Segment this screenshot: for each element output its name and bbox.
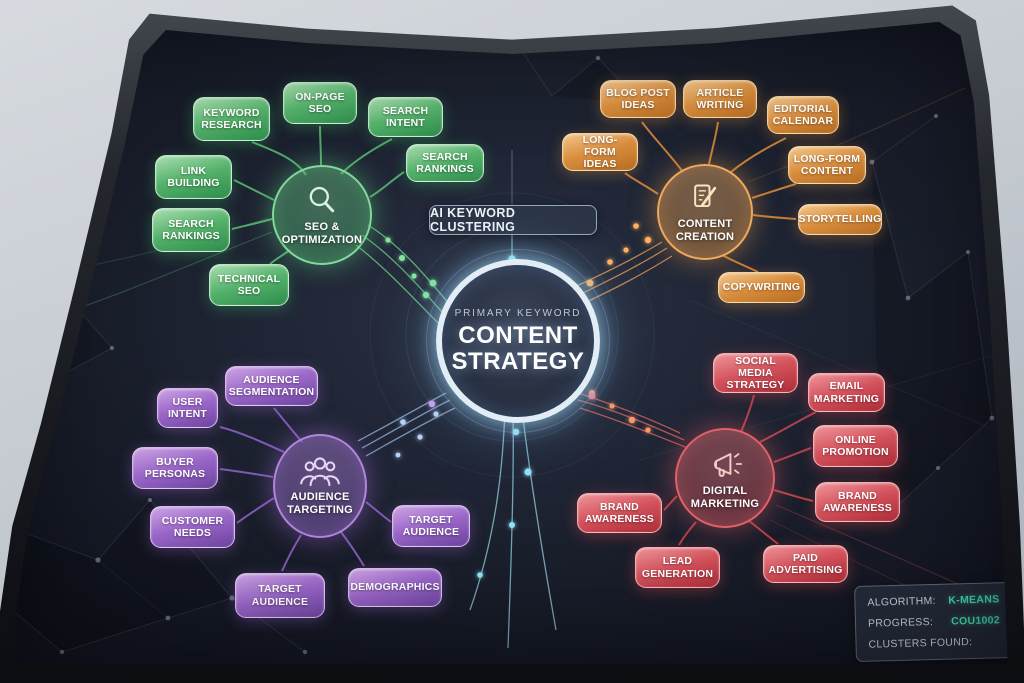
node-label: LONG-FORM IDEAS — [582, 133, 618, 171]
node-label: LONG-FORM CONTENT — [793, 152, 861, 177]
node-link-building[interactable]: LINK BUILDING — [155, 155, 232, 199]
node-label: USER INTENT — [167, 395, 208, 420]
cluster-hub-seo[interactable]: SEO & OPTIMIZATION — [272, 165, 372, 265]
node-buyer-personas[interactable]: BUYER PERSONAS — [132, 447, 218, 489]
node-social-media-strategy[interactable]: SOCIAL MEDIA STRATEGY — [713, 353, 798, 393]
status-value: K-MEANS — [948, 593, 1000, 607]
node-lead-generation[interactable]: LEAD GENERATION — [635, 547, 720, 588]
node-label: TARGET AUDIENCE — [251, 583, 309, 608]
node-label: SEARCH RANKINGS — [162, 217, 220, 242]
node-long-form-ideas[interactable]: LONG-FORM IDEAS — [562, 133, 638, 171]
cluster-hub-digital-marketing[interactable]: DIGITAL MARKETING — [675, 428, 775, 528]
node-label: ONLINE PROMOTION — [822, 433, 889, 458]
node-label: ARTICLE WRITING — [696, 86, 744, 111]
node-label: KEYWORD RESEARCH — [201, 106, 262, 131]
node-online-promotion[interactable]: ONLINE PROMOTION — [813, 425, 898, 467]
node-target-audience[interactable]: TARGET AUDIENCE — [235, 573, 325, 618]
node-label: BRAND AWARENESS — [585, 500, 654, 525]
node-search-intent[interactable]: SEARCH INTENT — [368, 97, 443, 137]
cluster-label: CONTENT CREATION — [675, 218, 735, 243]
node-audience-segmentation[interactable]: AUDIENCE SEGMENTATION — [225, 366, 318, 406]
node-paid-advertising[interactable]: PAID ADVERTISING — [763, 545, 848, 583]
cluster-label: AUDIENCE TARGETING — [287, 491, 353, 516]
node-label: SEARCH INTENT — [382, 104, 429, 129]
node-label: BUYER PERSONAS — [144, 455, 206, 480]
status-label: PROGRESS: — [867, 616, 934, 630]
node-customer-needs[interactable]: CUSTOMER NEEDS — [150, 506, 235, 548]
status-row-clusters-found: CLUSTERS FOUND: — [868, 635, 1000, 651]
cluster-hub-audience[interactable]: AUDIENCE TARGETING — [273, 434, 367, 538]
central-node[interactable]: PRIMARY KEYWORD CONTENT STRATEGY — [426, 249, 610, 433]
node-editorial-calendar[interactable]: EDITORIAL CALENDAR — [767, 96, 839, 134]
node-article-writing[interactable]: ARTICLE WRITING — [683, 80, 757, 118]
node-label: ON-PAGE SEO — [295, 90, 345, 115]
node-keyword-research[interactable]: KEYWORD RESEARCH — [193, 97, 270, 141]
node-label: TARGET AUDIENCE — [402, 513, 460, 538]
node-label: EDITORIAL CALENDAR — [772, 102, 834, 127]
node-brand-awareness-2[interactable]: BRAND AWARENESS — [577, 493, 662, 533]
node-label: COPYWRITING — [722, 281, 801, 294]
node-blog-post-ideas[interactable]: BLOG POST IDEAS — [600, 80, 676, 118]
node-label: EMAIL MARKETING — [813, 380, 880, 405]
node-copywriting[interactable]: COPYWRITING — [718, 272, 805, 303]
node-search-rankings-2[interactable]: SEARCH RANKINGS — [152, 208, 230, 252]
audience-connectors — [219, 407, 392, 572]
node-label: AUDIENCE SEGMENTATION — [228, 373, 315, 398]
node-label: LEAD GENERATION — [641, 555, 714, 580]
node-label: LINK BUILDING — [167, 164, 220, 189]
node-search-rankings[interactable]: SEARCH RANKINGS — [406, 144, 484, 182]
node-label: STORYTELLING — [798, 213, 882, 226]
node-label: SOCIAL MEDIA STRATEGY — [726, 354, 785, 392]
content-connectors — [624, 121, 797, 273]
cluster-label: SEO & OPTIMIZATION — [281, 221, 363, 246]
status-value: COU1002 — [951, 614, 1001, 628]
node-label: PAID ADVERTISING — [768, 551, 843, 576]
status-row-progress: PROGRESS: COU1002 — [868, 614, 1000, 629]
node-user-intent[interactable]: USER INTENT — [157, 388, 218, 428]
node-label: SEARCH RANKINGS — [416, 150, 474, 175]
node-target-audience-2[interactable]: TARGET AUDIENCE — [392, 505, 470, 547]
node-label: TECHNICAL SEO — [217, 272, 281, 297]
node-on-page-seo[interactable]: ON-PAGE SEO — [283, 82, 357, 124]
people-group-icon — [297, 456, 343, 488]
center-subtitle: PRIMARY KEYWORD — [454, 307, 582, 319]
megaphone-icon — [704, 446, 746, 482]
ai-clustering-badge: AI KEYWORD CLUSTERING — [429, 205, 597, 235]
center-title: CONTENT STRATEGY — [451, 321, 585, 375]
status-label: ALGORITHM: — [867, 594, 936, 609]
status-label: CLUSTERS FOUND: — [868, 636, 973, 651]
center-arc-outer — [369, 192, 655, 478]
cluster-label: DIGITAL MARKETING — [690, 485, 760, 510]
node-brand-awareness[interactable]: BRAND AWARENESS — [815, 482, 900, 522]
node-label: DEMOGRAPHICS — [350, 581, 440, 594]
node-long-form-content[interactable]: LONG-FORM CONTENT — [788, 146, 866, 184]
status-row-algorithm: ALGORITHM: K-MEANS — [867, 593, 999, 608]
node-label: BLOG POST IDEAS — [606, 86, 670, 111]
marketing-connectors — [663, 394, 817, 546]
node-storytelling[interactable]: STORYTELLING — [798, 204, 882, 235]
cluster-hub-content-creation[interactable]: CONTENT CREATION — [657, 164, 753, 260]
status-panel: ALGORITHM: K-MEANS PROGRESS: COU1002 CLU… — [854, 581, 1008, 663]
magnifier-icon — [304, 184, 340, 218]
node-demographics[interactable]: DEMOGRAPHICS — [348, 568, 442, 607]
node-label: BRAND AWARENESS — [823, 489, 892, 514]
node-email-marketing[interactable]: EMAIL MARKETING — [808, 373, 885, 412]
document-pencil-icon — [687, 181, 723, 215]
node-label: CUSTOMER NEEDS — [161, 514, 224, 539]
node-technical-seo[interactable]: TECHNICAL SEO — [209, 264, 289, 306]
